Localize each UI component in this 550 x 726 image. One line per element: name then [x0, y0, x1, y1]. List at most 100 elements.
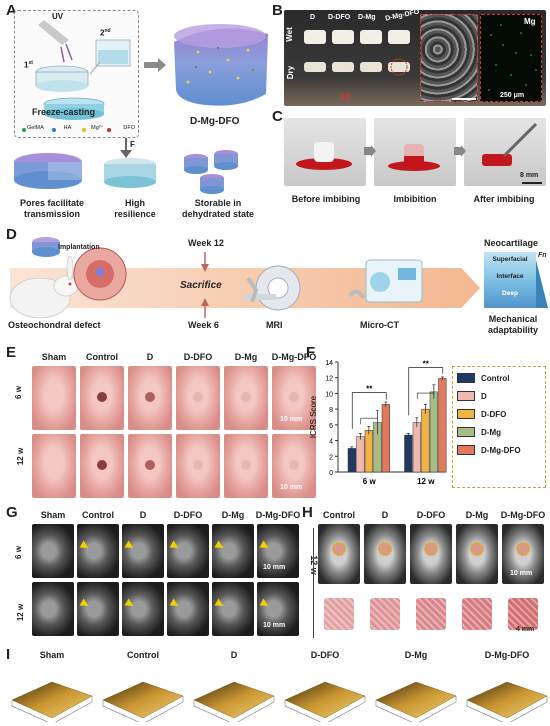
gross-image — [176, 366, 220, 430]
microct-scanner-icon — [348, 259, 423, 303]
arrow-up-icon — [201, 298, 209, 318]
significance-mark: ** — [423, 360, 430, 369]
panel-c-letter: C — [272, 108, 283, 125]
microct-knee-image — [502, 524, 544, 584]
mechanical-label: Mechanical adaptability — [487, 314, 538, 335]
panel-d-letter: D — [6, 226, 17, 243]
gross-image — [272, 434, 316, 498]
e-col-label: D — [146, 352, 154, 362]
legend-label: D-Mg — [481, 427, 501, 437]
storable-scaffolds-icon — [184, 150, 238, 194]
microct-knee-image — [410, 524, 452, 584]
surface-map — [466, 681, 548, 722]
gross-image — [272, 366, 316, 430]
surface-axis — [375, 696, 457, 722]
arrow-icon — [169, 540, 181, 552]
defect-site — [289, 392, 299, 402]
y-tick-label: 2 — [329, 454, 333, 461]
arrow-icon — [214, 598, 226, 610]
defect-label: Osteochondral defect — [8, 320, 101, 330]
y-tick-label: 12 — [325, 376, 333, 383]
bar-control — [347, 448, 356, 473]
defect-site — [145, 460, 155, 470]
stage-before: Before imbibing — [291, 194, 361, 204]
porous-scaffold-icon — [14, 153, 82, 189]
legend-swatch — [457, 427, 475, 437]
mri-image — [77, 582, 119, 636]
legend-mg: Mg²⁺ — [91, 125, 104, 131]
legend-swatch — [457, 391, 475, 401]
i-col-label: Control — [127, 650, 159, 660]
fn-label: Fn — [538, 252, 547, 259]
bone-volume — [416, 598, 446, 630]
surface-plane — [375, 681, 457, 719]
y-tick-label: 0 — [329, 470, 333, 477]
surface-map — [375, 681, 457, 722]
layer-superfacial: Superfacial — [492, 256, 528, 263]
layer-stack: Superfacial Interface Deep — [484, 252, 536, 308]
surface-plane — [11, 681, 93, 719]
col-label-d-dfo: D-DFO — [328, 14, 351, 21]
h-col-label: Control — [323, 510, 355, 520]
legend-label: Control — [481, 373, 510, 383]
gross-image — [32, 434, 76, 498]
surface-map — [193, 681, 275, 722]
g-scale-label: 10 mm — [263, 564, 286, 571]
defect-region — [516, 542, 530, 556]
implant-scaffold-icon — [32, 237, 60, 257]
sem-scale-label: 250 μm — [500, 92, 525, 99]
arrow-icon — [124, 598, 136, 610]
e-col-label: D-Mg-DFO — [271, 352, 317, 362]
before-imbibing-photo — [284, 118, 366, 186]
legend-label: D — [481, 391, 487, 401]
mg-fluorescence-image — [480, 14, 542, 102]
bar-d-dfo — [364, 430, 373, 473]
defect-region — [332, 542, 346, 556]
mri-scanner-icon — [244, 265, 301, 311]
microct-knee-image — [318, 524, 360, 584]
step-second: 2nd — [100, 28, 111, 38]
surface-plane — [466, 681, 548, 719]
h-col-label: D-DFO — [416, 510, 446, 520]
microct-3d-render — [410, 590, 452, 638]
panel-b-letter: B — [272, 2, 283, 19]
defect-region — [424, 542, 438, 556]
bone-volume — [508, 598, 538, 630]
arrow-right-icon — [454, 145, 466, 157]
h-col-label: D-Mg — [465, 510, 489, 520]
legend-label: D-Mg-DFO — [481, 445, 521, 455]
surface-plane — [284, 681, 366, 719]
significance-bracket — [351, 392, 387, 429]
bar-d — [412, 422, 421, 473]
sacrifice-label: Sacrifice — [180, 280, 222, 291]
mri-image — [32, 524, 74, 578]
mri-image — [257, 582, 299, 636]
g-col-label: D-DFO — [173, 510, 203, 520]
uv-label: UV — [52, 12, 64, 21]
g-col-label: D-Mg-DFO — [255, 510, 301, 520]
y-tick-label: 8 — [329, 407, 333, 414]
microct-3d-render — [456, 590, 498, 638]
step-first: 1st — [24, 60, 33, 70]
panel-a-letter: A — [6, 2, 17, 19]
bar-control — [404, 434, 413, 473]
mri-image — [212, 524, 254, 578]
bar-d-dfo — [421, 408, 430, 473]
neocartilage-label: Neocartilage — [484, 238, 539, 248]
microct-knee-image — [456, 524, 498, 584]
arrow-icon — [259, 540, 271, 552]
legend-entry: D-Mg — [457, 427, 541, 437]
legend-entry: D-DFO — [457, 409, 541, 419]
e-row-label: 12 w — [16, 447, 26, 466]
freeze-casting-illustration — [22, 20, 131, 133]
mri-image — [32, 582, 74, 636]
legend-label: D-DFO — [481, 409, 507, 419]
material-legend: GelMA HA Mg²⁺ DFO — [17, 125, 139, 131]
legend-entry: D — [457, 391, 541, 401]
stage-after: After imbibing — [473, 194, 535, 204]
